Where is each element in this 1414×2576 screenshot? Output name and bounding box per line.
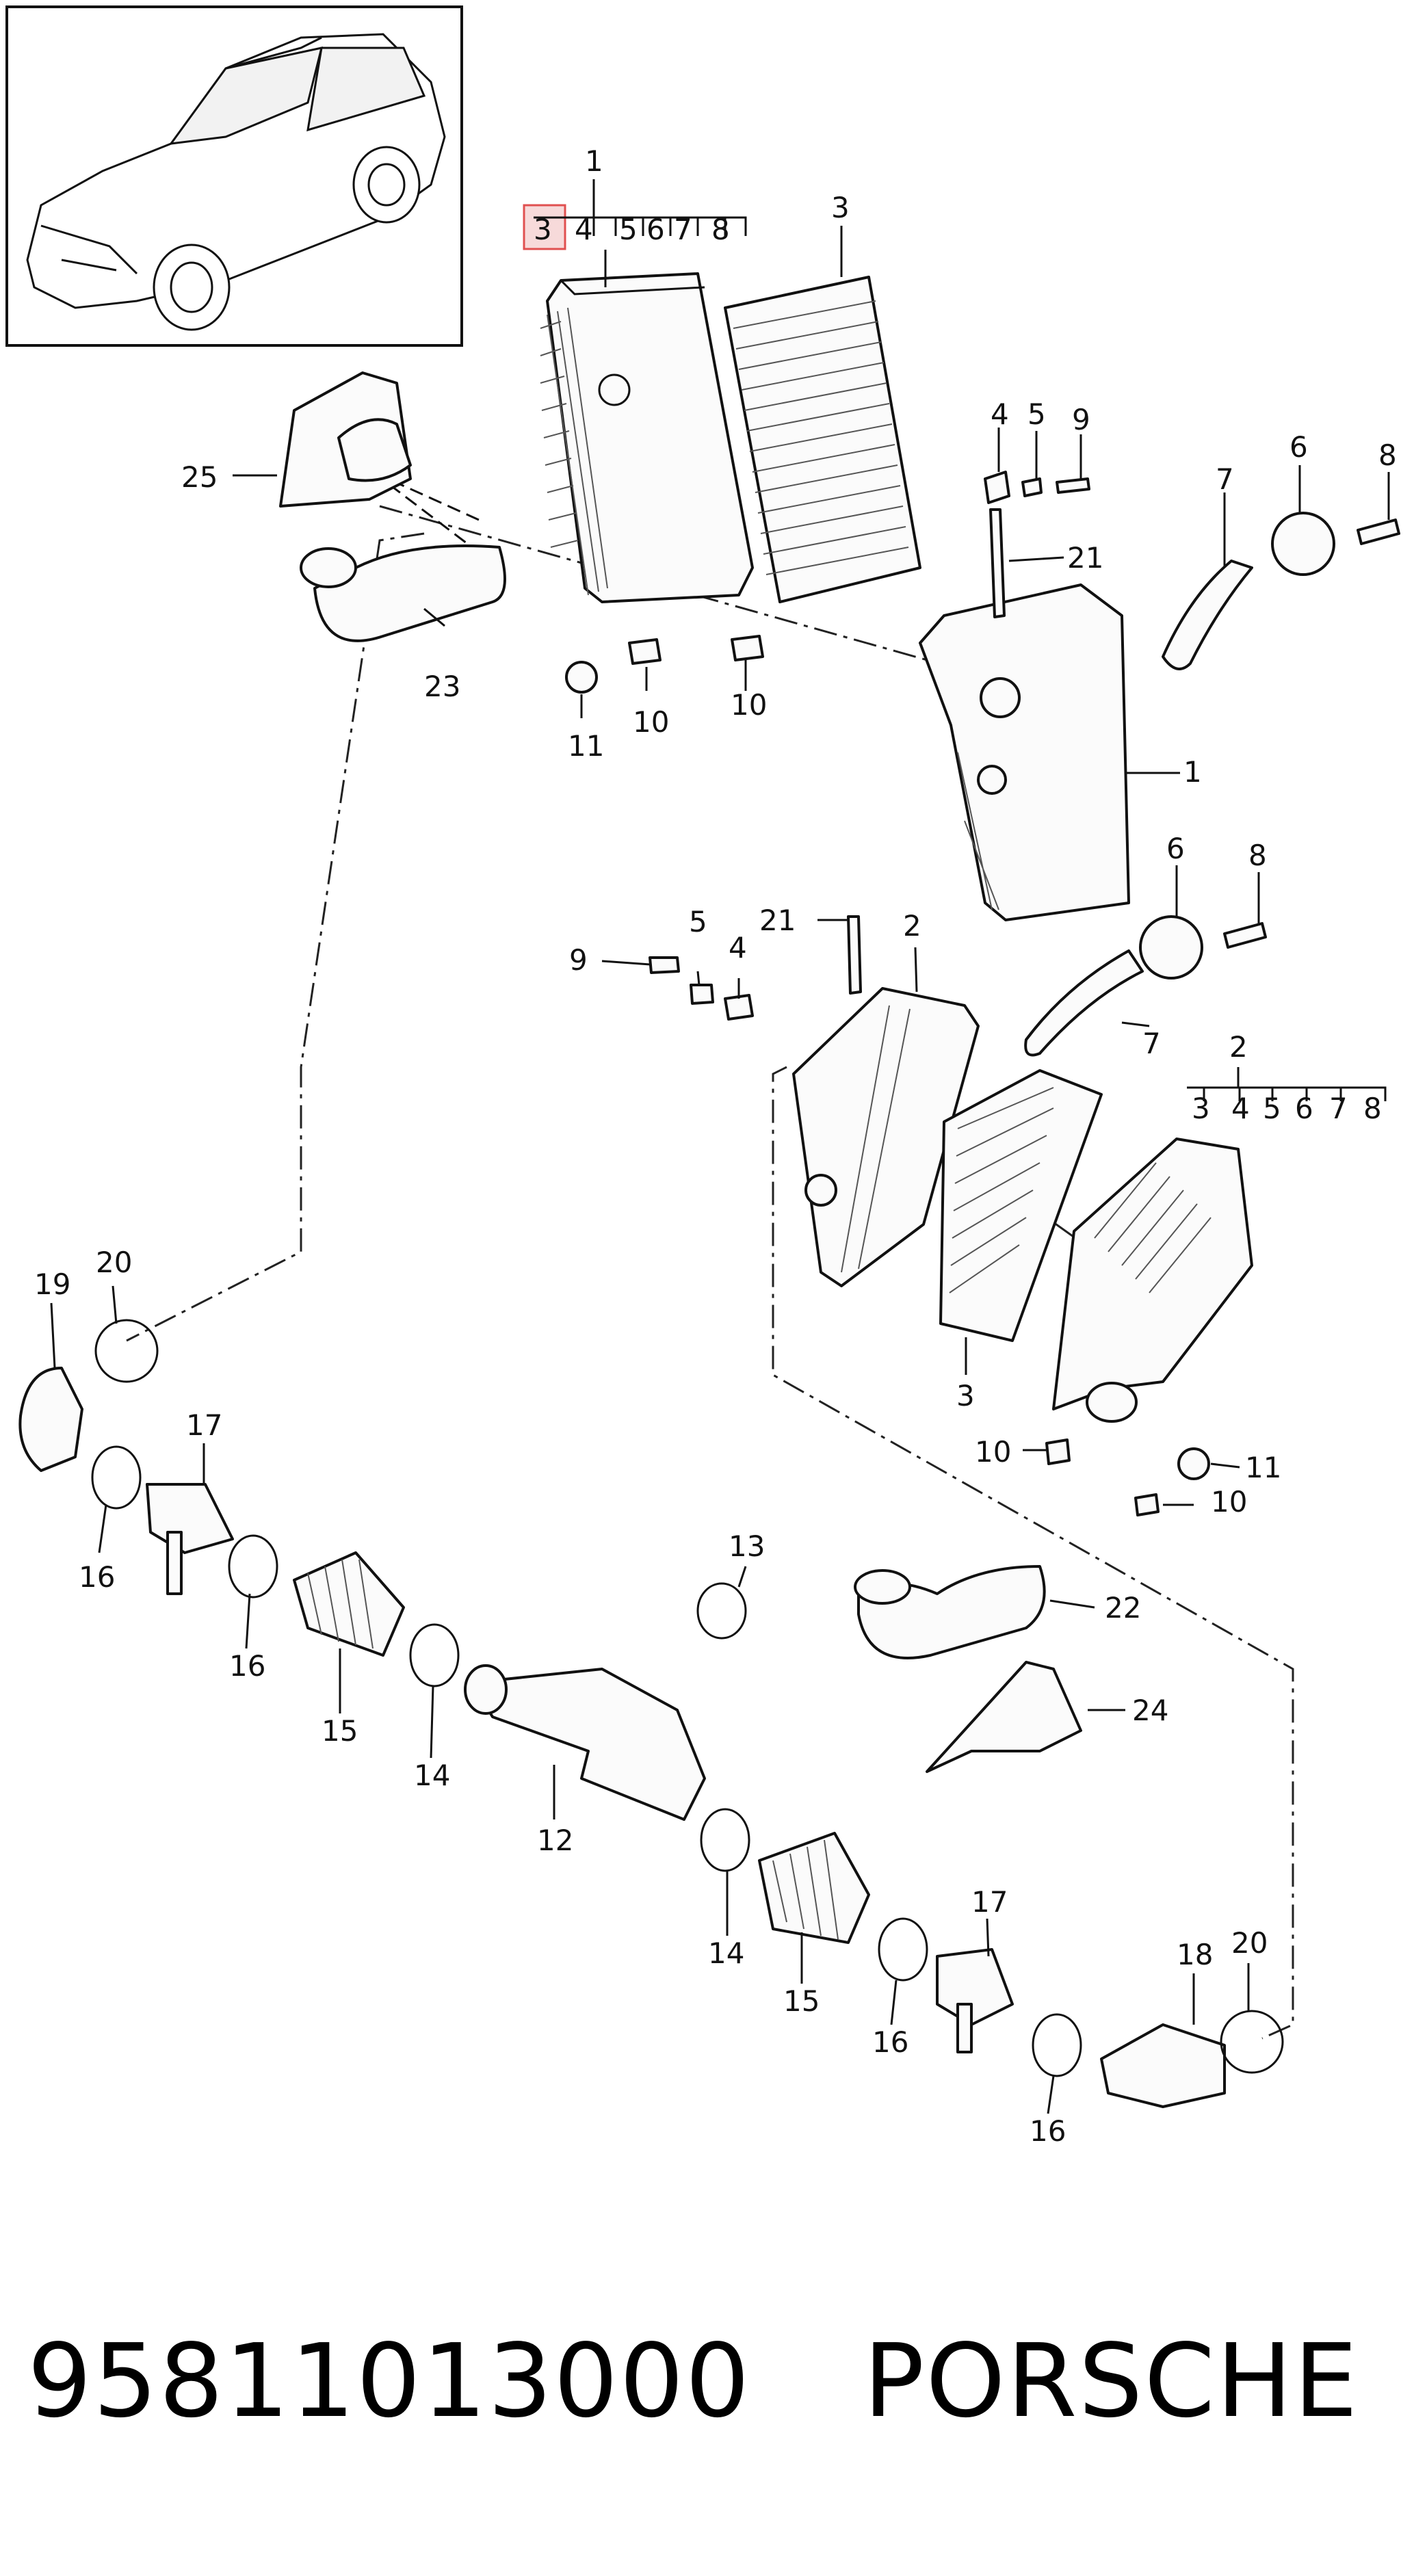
callout-17-left: 17 [186,1408,222,1442]
brand-text: PORSCHE [863,2322,1359,2440]
vent-hose-lower [1024,915,1267,1057]
callout-16-b: 16 [229,1649,265,1683]
callout-24: 24 [1132,1694,1168,1727]
lower-shield [926,1661,1082,1773]
callout-3-filter-top: 3 [831,191,850,224]
callout-8-right-group: 8 [1363,1092,1382,1125]
callout-labels: 1 3 4 5 6 7 8 3 25 23 11 10 10 4 5 9 21 … [34,144,1397,2148]
airbox-housing-lower [1052,1138,1253,1423]
callout-16-a: 16 [79,1560,115,1594]
callout-15-right: 15 [783,1984,820,2018]
callout-5-top: 5 [619,213,638,246]
callout-7-lower: 7 [1142,1027,1161,1060]
callout-13: 13 [729,1529,765,1563]
clips-upper [565,635,764,694]
callout-15-left: 15 [322,1714,358,1748]
callout-22: 22 [1105,1591,1141,1625]
callout-21-lower: 21 [759,904,796,937]
callout-14-right: 14 [708,1936,744,1970]
callout-6-top: 6 [646,213,665,246]
callout-1-right: 1 [1183,755,1202,789]
callout-8-right: 8 [1378,438,1397,472]
airbox-cover-upper [540,272,754,603]
suv-illustration-icon [26,33,446,331]
lower-right-ducting [700,1808,1284,2108]
callout-20-left: 20 [96,1246,132,1279]
callout-8-lower: 8 [1248,839,1267,872]
vehicle-thumbnail [5,5,463,347]
callout-3-filter-lower: 3 [956,1379,975,1412]
callout-2-lower: 2 [903,909,921,943]
y-pipe [464,1582,747,1821]
callout-7-right-group: 7 [1329,1092,1348,1125]
callout-5-lower: 5 [689,905,707,938]
callout-4-lower: 4 [729,931,747,964]
callout-25: 25 [181,460,218,494]
callout-23: 23 [424,670,460,703]
callout-10-b: 10 [731,688,767,722]
callout-21-mid: 21 [1067,541,1103,575]
highlight-box [523,204,566,250]
intake-hose-lower [854,1565,1046,1659]
callout-8-top: 8 [711,213,730,246]
callout-11-top: 11 [568,729,604,763]
footer-caption: 95811013000 PORSCHE [0,2322,1414,2459]
callout-3-right: 3 [1192,1092,1210,1125]
callout-9-mid: 9 [1072,403,1090,436]
callout-6-lower: 6 [1166,832,1185,865]
callout-17-right: 17 [971,1885,1008,1919]
callout-6-right-group: 6 [1295,1092,1313,1125]
callout-5-right: 5 [1263,1092,1281,1125]
hardware-upper [984,471,1090,618]
callout-11-lower: 11 [1245,1451,1281,1484]
callout-5-mid: 5 [1027,397,1046,431]
filter-element-upper [724,276,921,603]
callout-7-top: 7 [674,213,692,246]
callout-6-right: 6 [1289,430,1308,464]
callout-20-right: 20 [1231,1926,1268,1960]
callout-12: 12 [537,1824,573,1857]
clips-lower [1045,1438,1210,1516]
callout-7-right: 7 [1216,462,1234,496]
heat-shield [279,371,412,508]
filter-element-lower [939,1069,1103,1342]
callout-16-c: 16 [872,2025,908,2059]
intake-hose-upper [300,544,506,642]
vent-hose-upper [1162,512,1400,670]
callout-9-lower: 9 [569,943,588,977]
callout-2-right: 2 [1229,1030,1248,1064]
callout-4-mid: 4 [991,397,1009,431]
leader-lines [50,179,1390,2114]
callout-1-top: 1 [585,144,603,178]
callout-3-highlighted: 3 [534,213,552,246]
part-number-text: 95811013000 [27,2322,751,2440]
callout-10-d: 10 [1211,1485,1247,1519]
callout-10-a: 10 [633,705,669,739]
lower-left-ducting [18,1319,460,1687]
callout-10-c: 10 [975,1435,1011,1469]
airbox-housing-right [919,583,1130,921]
callout-4-top: 4 [575,213,593,246]
callout-4-right: 4 [1231,1092,1250,1125]
hardware-middle [649,915,862,1021]
callout-16-d: 16 [1030,2114,1066,2148]
callout-14-left: 14 [414,1759,450,1792]
callout-18: 18 [1177,1938,1213,1971]
callout-19: 19 [34,1267,70,1301]
